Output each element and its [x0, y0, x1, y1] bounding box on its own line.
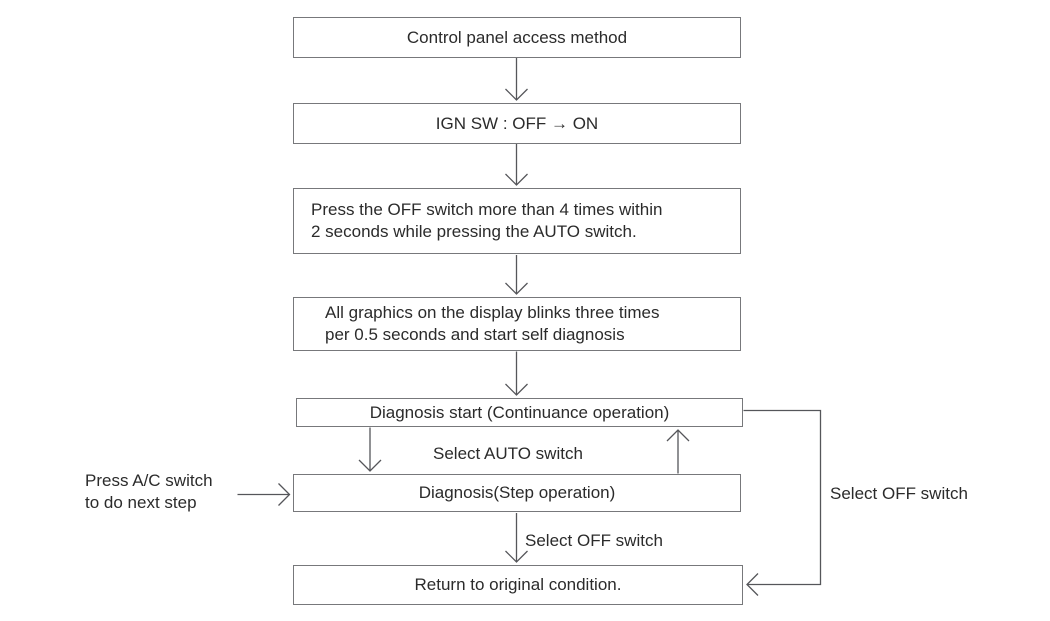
connector-diagstart-to-return-loop	[743, 409, 822, 596]
label-select-off-switch-right: Select OFF switch	[830, 484, 968, 503]
label-select-off-switch-middle: Select OFF switch	[525, 531, 663, 550]
node-diagnosis-step-operation: Diagnosis(Step operation)	[293, 474, 741, 512]
node-control-panel-access-method: Control panel access method	[293, 17, 741, 58]
label-press-ac-switch: Press A/C switch to do next step	[85, 471, 213, 512]
node-diagnosis-start-continuance: Diagnosis start (Continuance operation)	[296, 398, 743, 427]
node-press-off-switch: Press the OFF switch more than 4 times w…	[293, 188, 741, 254]
node-return-original-condition: Return to original condition.	[293, 565, 743, 605]
node-ign-sw-off-on: IGN SW : OFF → ON	[293, 103, 741, 144]
node-graphics-blink: All graphics on the display blinks three…	[293, 297, 741, 351]
label-select-auto-switch: Select AUTO switch	[433, 444, 583, 463]
